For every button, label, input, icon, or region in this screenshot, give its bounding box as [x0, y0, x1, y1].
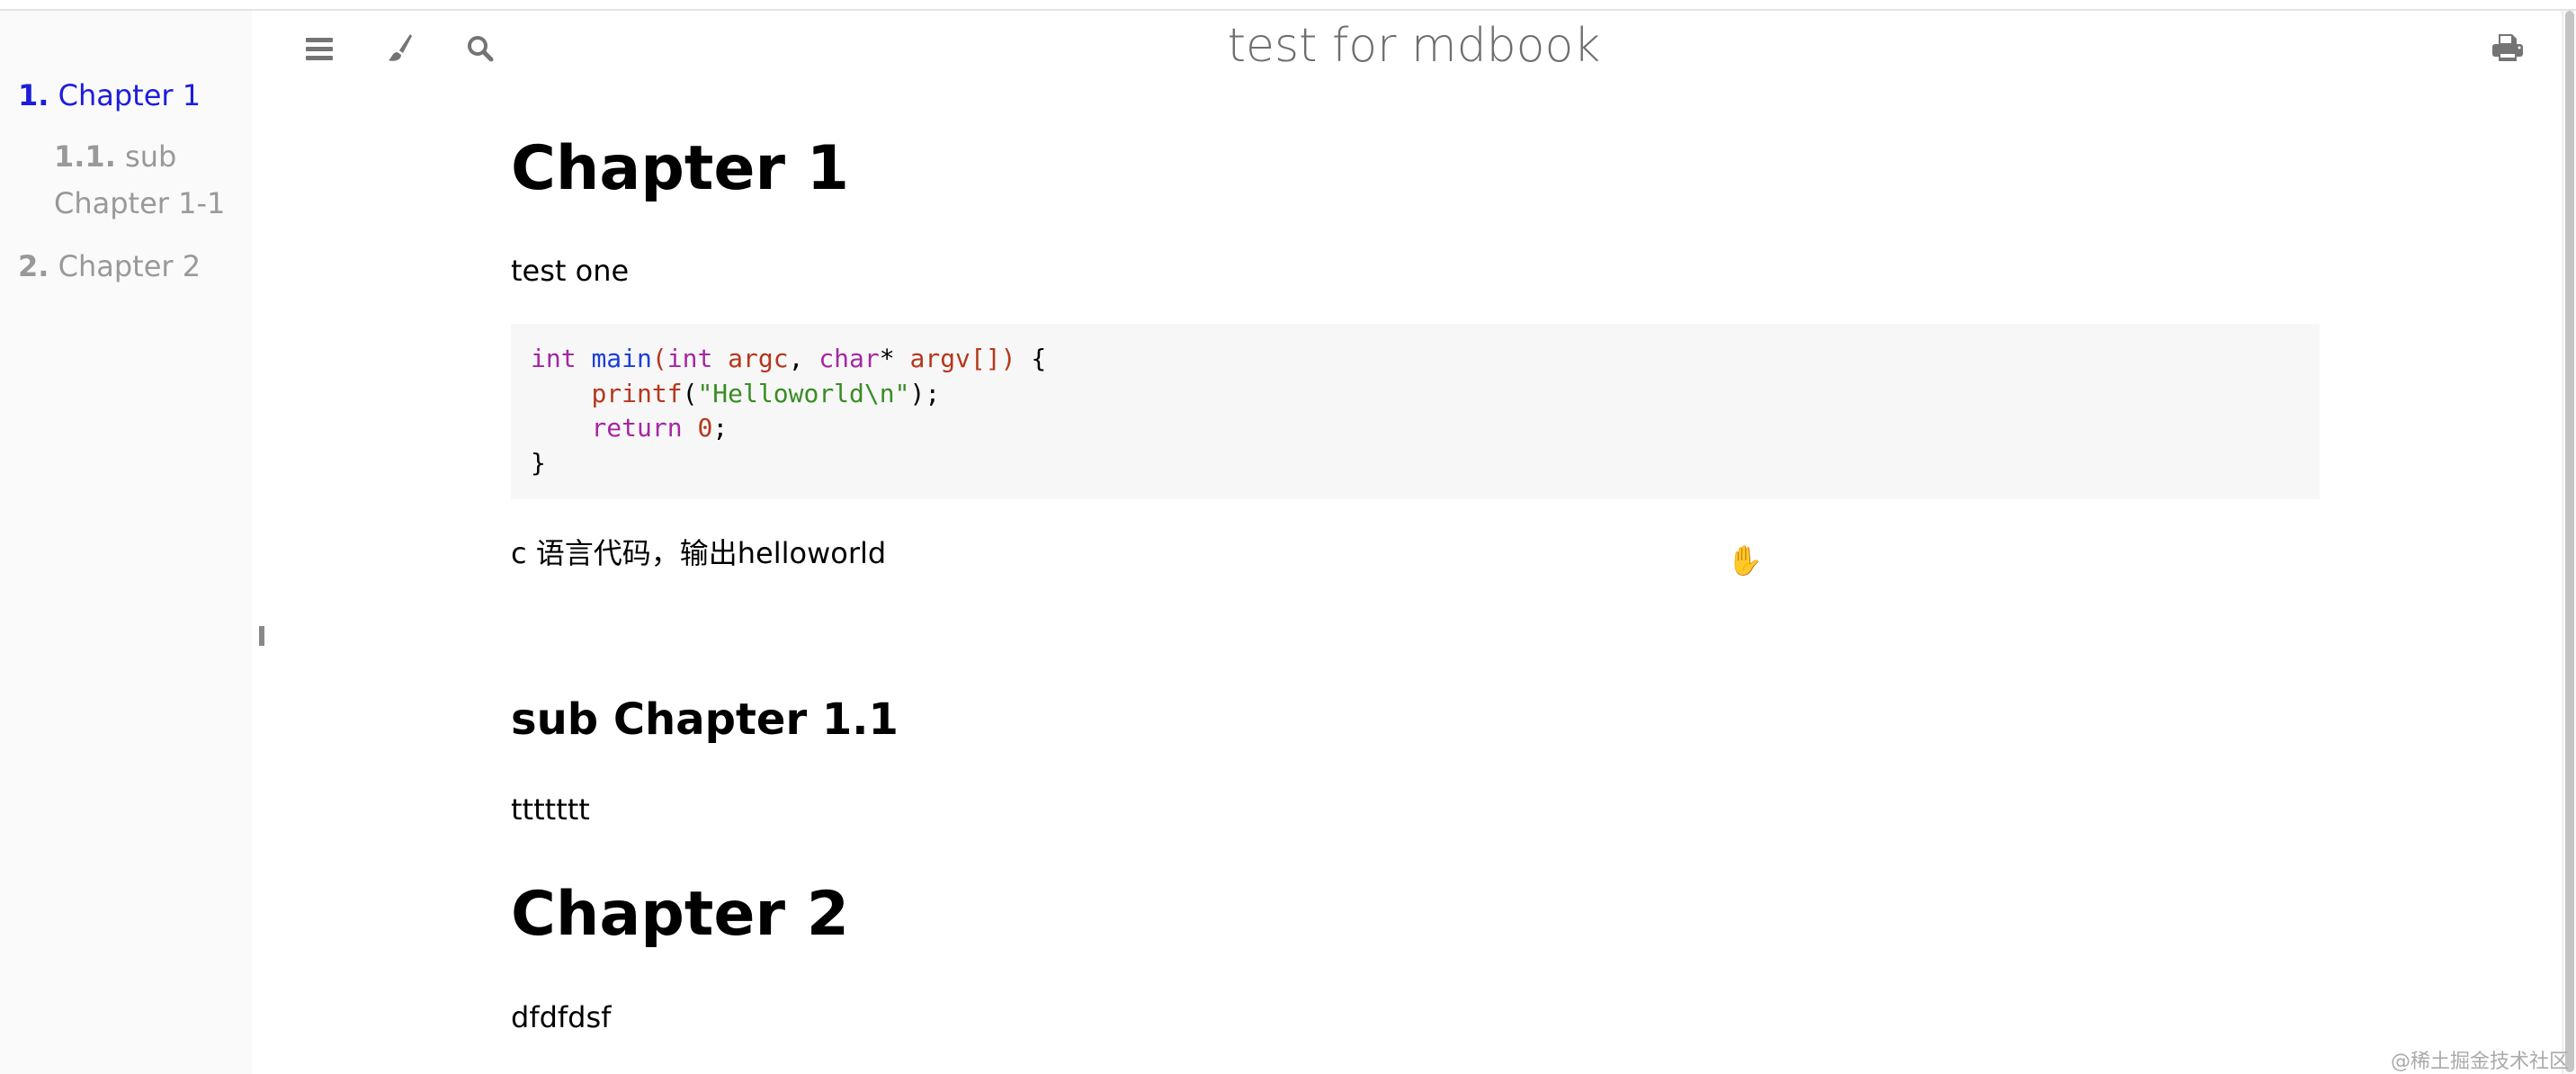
- code-token: "Helloworld\n": [697, 378, 910, 408]
- code-token: [683, 413, 698, 443]
- paintbrush-icon[interactable]: [381, 31, 417, 67]
- code-token: argc: [712, 344, 789, 373]
- sidebar-resize-handle[interactable]: [259, 626, 264, 646]
- code-token: argv[]): [894, 344, 1016, 373]
- code-token: 0: [697, 413, 713, 443]
- menu-icon[interactable]: [302, 32, 338, 68]
- sidebar-item-chapter-2[interactable]: 2. Chapter 2: [18, 243, 201, 290]
- sidebar-item-chapter-1[interactable]: 1. Chapter 1: [18, 72, 201, 119]
- item-number: 2.: [18, 249, 49, 283]
- code-token: char: [818, 344, 880, 373]
- print-icon[interactable]: [2490, 31, 2526, 67]
- scrollbar-thumb[interactable]: [2565, 11, 2574, 1072]
- heading-chapter-2: Chapter 2: [511, 879, 850, 950]
- paragraph: ttttttt: [511, 792, 590, 827]
- code-line: return 0;: [531, 411, 2300, 446]
- hand-cursor-icon: ✋: [1727, 543, 1763, 577]
- heading-chapter-1: Chapter 1: [511, 133, 850, 204]
- watermark: @稀土掘金技术社区: [2390, 1051, 2569, 1073]
- paragraph: test one: [511, 254, 630, 288]
- paragraph: dfdfdsf: [511, 1000, 612, 1034]
- code-block: int main(int argc, char* argv[]) { print…: [511, 324, 2320, 499]
- code-token: [531, 379, 591, 408]
- book-title: test for mdbook: [1227, 19, 1601, 73]
- code-token: ;: [712, 413, 729, 443]
- code-token: ,: [788, 344, 819, 373]
- item-number: 1.1.: [54, 139, 116, 174]
- code-token: (: [651, 344, 667, 373]
- heading-sub-chapter-1-1: sub Chapter 1.1: [511, 694, 899, 745]
- code-token: }: [531, 447, 546, 478]
- item-number: 1.: [18, 78, 49, 112]
- code-token: printf: [591, 378, 683, 408]
- item-label-line2: Chapter 1-1: [54, 186, 226, 220]
- code-token: *: [879, 344, 895, 373]
- item-label: Chapter 2: [58, 249, 201, 283]
- search-icon[interactable]: [462, 31, 498, 67]
- item-label: sub: [125, 139, 177, 174]
- code-token: main: [591, 344, 652, 373]
- item-label: Chapter 1: [58, 78, 201, 112]
- code-token: [531, 413, 591, 443]
- code-token: int: [531, 344, 577, 373]
- code-token: return: [591, 413, 683, 443]
- code-token: );: [909, 378, 941, 408]
- code-token: int: [666, 344, 713, 373]
- code-token: [577, 344, 592, 373]
- code-token: (: [682, 378, 698, 408]
- code-line: int main(int argc, char* argv[]) {: [531, 342, 2300, 377]
- window-top-border: [0, 9, 2576, 11]
- paragraph: c 语言代码，输出helloworld: [511, 536, 887, 570]
- code-line: }: [531, 446, 2300, 481]
- code-line: printf("Helloworld\n");: [531, 377, 2300, 412]
- code-token: {: [1015, 344, 1047, 373]
